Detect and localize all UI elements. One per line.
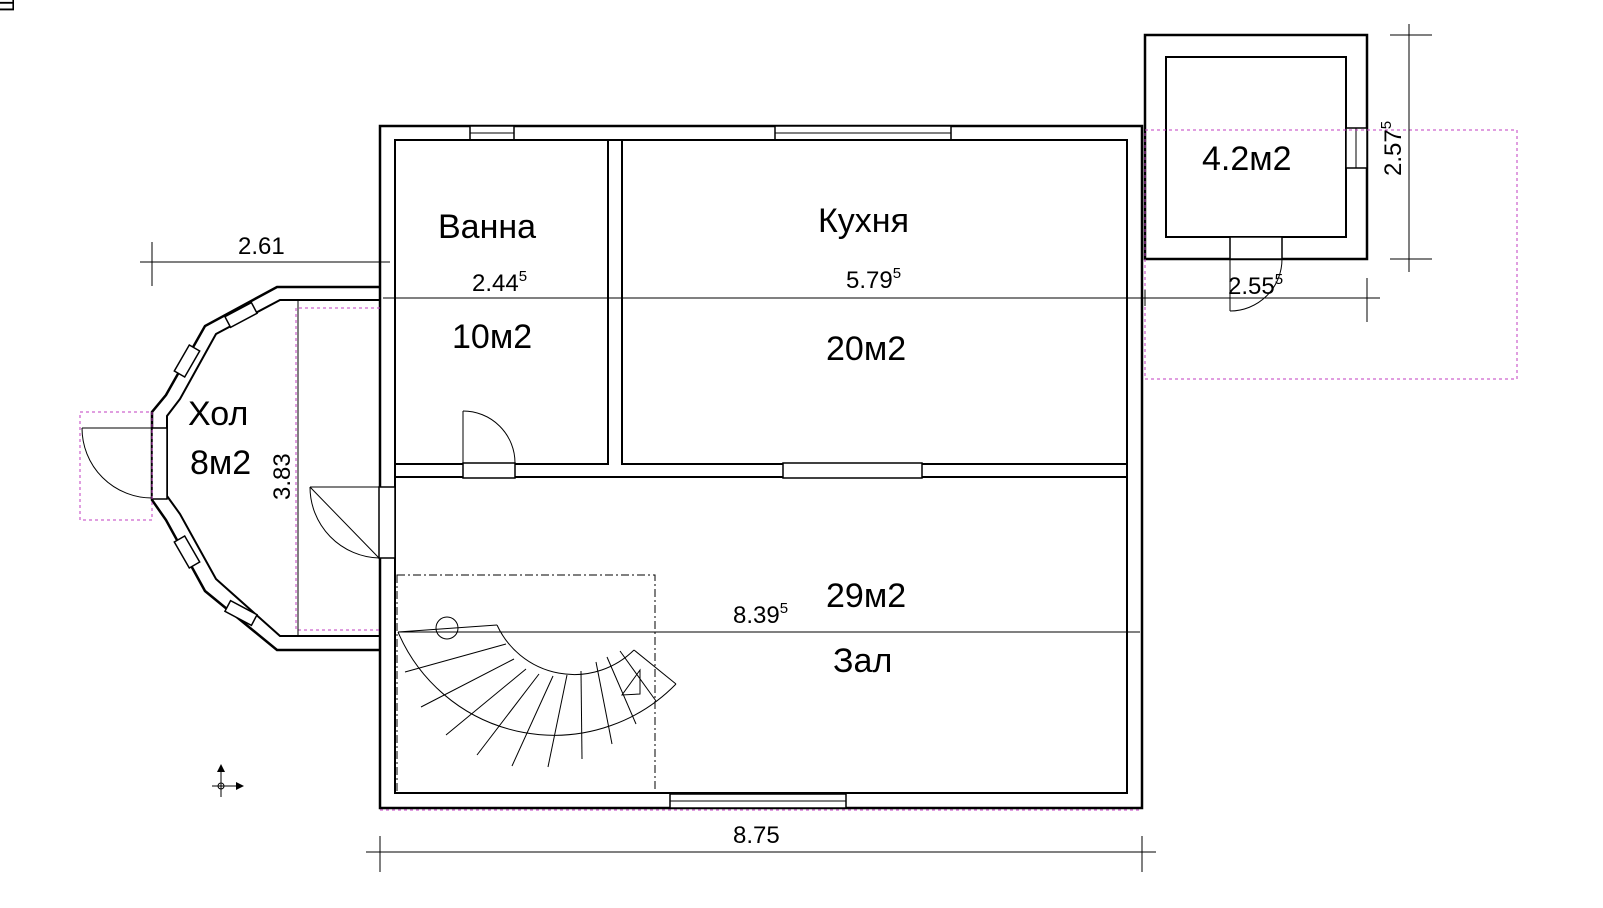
door-opening-bath [462, 462, 516, 479]
window-top-left [469, 125, 515, 141]
living-area: 29м2 [826, 577, 906, 615]
dim-2-44: 2.445 [472, 268, 527, 297]
partition-bath [394, 139, 609, 465]
kitchen-name: Кухня [818, 202, 909, 240]
dim-8-39: 8.395 [733, 600, 788, 629]
bath-door [462, 410, 516, 464]
dim-2-57: 2.575 [1378, 121, 1407, 176]
bath-name: Ванна [438, 208, 536, 246]
hall-to-living-door [309, 486, 396, 559]
dim-2-61: 2.61 [238, 233, 285, 260]
hall-area: 8м2 [190, 444, 251, 482]
dimension-lines [140, 24, 1432, 872]
hall-outer-door [79, 411, 168, 521]
annex-guide [1144, 129, 1518, 380]
kitchen-area: 20м2 [826, 330, 906, 368]
window-bottom [669, 793, 847, 809]
corner-mark: Ш [0, 0, 19, 12]
living-name: Зал [833, 642, 892, 680]
annex-area: 4.2м2 [1202, 140, 1292, 178]
hall-guide [295, 307, 380, 631]
hall-walls [150, 285, 380, 652]
partition-kitchen [621, 139, 1128, 465]
partition-living [394, 476, 1128, 794]
dim-3-83: 3.83 [269, 453, 296, 500]
axis-marker-icon [212, 764, 244, 797]
dim-5-79: 5.795 [846, 265, 901, 294]
spiral-staircase [396, 574, 677, 794]
hall-name: Хол [188, 395, 248, 433]
window-top-center [774, 125, 952, 141]
annex-walls [1143, 33, 1369, 312]
dim-2-55: 2.555 [1228, 271, 1283, 300]
dim-8-75: 8.75 [733, 822, 780, 849]
door-opening-kitchen [782, 462, 923, 479]
bath-area: 10м2 [452, 318, 532, 356]
